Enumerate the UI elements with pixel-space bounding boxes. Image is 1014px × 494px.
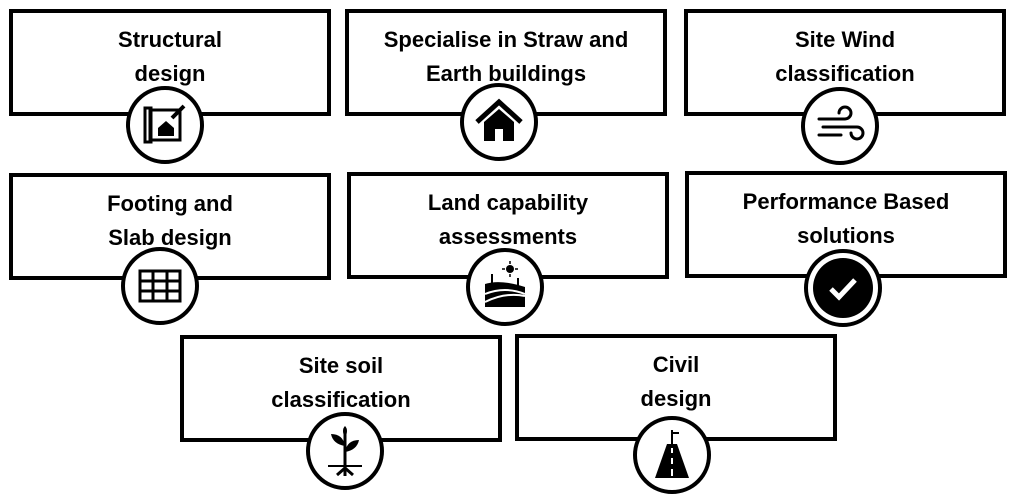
service-soil: Site soil classification [180, 335, 502, 442]
service-label: Site soil classification [271, 353, 411, 412]
grid-icon [121, 247, 199, 325]
service-label: Site Wind classification [775, 27, 915, 86]
service-label: Land capability assessments [427, 190, 589, 249]
service-straw-earth: Specialise in Straw and Earth buildings [345, 9, 667, 116]
service-label: Civil design [640, 352, 712, 411]
service-label: Footing and Slab design [107, 191, 233, 250]
plant-icon [306, 412, 384, 490]
service-label: Structural design [118, 27, 222, 86]
house-icon [460, 83, 538, 161]
service-label: Performance Based solutions [742, 189, 950, 248]
road-icon [633, 416, 711, 494]
service-performance: Performance Based solutions [685, 171, 1007, 278]
blueprint-house-icon [126, 86, 204, 164]
checkmark-icon [804, 249, 882, 327]
service-label: Specialise in Straw and Earth buildings [383, 27, 629, 86]
landscape-icon [466, 248, 544, 326]
wind-icon [801, 87, 879, 165]
